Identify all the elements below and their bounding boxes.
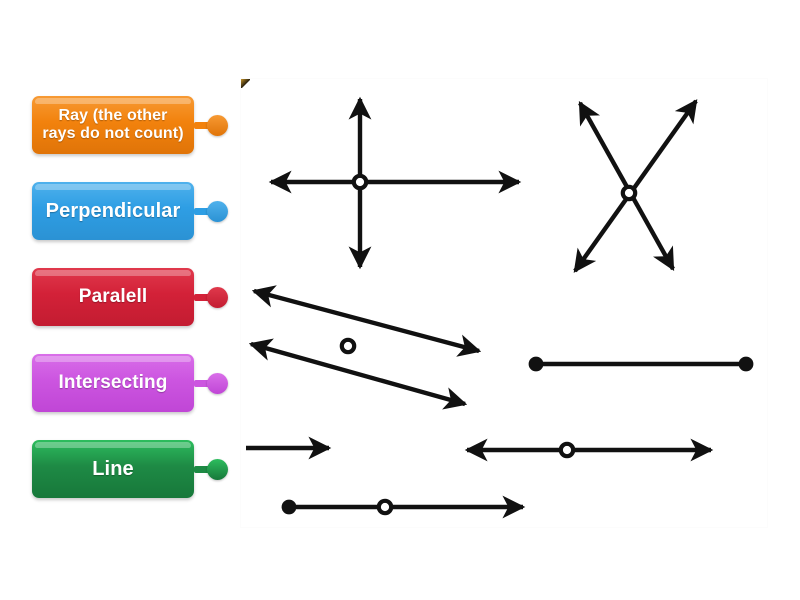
connector-knob[interactable] xyxy=(207,200,228,222)
full-line-figure xyxy=(464,438,714,462)
ray-figure xyxy=(281,495,526,519)
connector-knob[interactable] xyxy=(207,286,228,308)
perpendicular-lines-figure xyxy=(268,96,522,270)
label-pill-line-connector[interactable] xyxy=(194,458,228,480)
line-segment-figure xyxy=(528,356,754,372)
connector-stub xyxy=(194,293,214,301)
label-pill-parallel-text: Paralell xyxy=(78,286,148,308)
label-pill-intersecting-connector[interactable] xyxy=(194,372,228,394)
label-pill-perpendicular-text: Perpendicular xyxy=(45,199,181,222)
connector-stub xyxy=(194,207,214,215)
label-pill-ray-connector[interactable] xyxy=(194,114,228,136)
connector-knob[interactable] xyxy=(207,372,228,394)
label-pill-parallel-connector[interactable] xyxy=(194,286,228,308)
label-pill-line[interactable]: Line xyxy=(32,440,228,498)
label-pill-line-text: Line xyxy=(92,457,134,480)
label-pill-ray-line2: rays do not count) xyxy=(42,125,184,142)
parallel-lines-figure xyxy=(248,285,482,410)
label-pill-perpendicular-connector[interactable] xyxy=(194,200,228,222)
label-pill-parallel[interactable]: Paralell xyxy=(32,268,228,326)
diagram-panel xyxy=(240,78,768,528)
intersecting-lines-figure xyxy=(573,99,698,273)
connector-stub xyxy=(194,465,214,473)
label-pill-perpendicular[interactable]: Perpendicular xyxy=(32,182,228,240)
connector-stub xyxy=(194,121,214,129)
connector-stub xyxy=(194,379,214,387)
label-pill-intersecting-text: Intersecting xyxy=(58,372,168,394)
connector-knob[interactable] xyxy=(207,114,228,136)
label-pill-intersecting[interactable]: Intersecting xyxy=(32,354,228,412)
geometry-diagram xyxy=(246,96,754,519)
label-pill-ray-line1: Ray (the other xyxy=(58,107,168,125)
connector-knob[interactable] xyxy=(207,458,228,480)
